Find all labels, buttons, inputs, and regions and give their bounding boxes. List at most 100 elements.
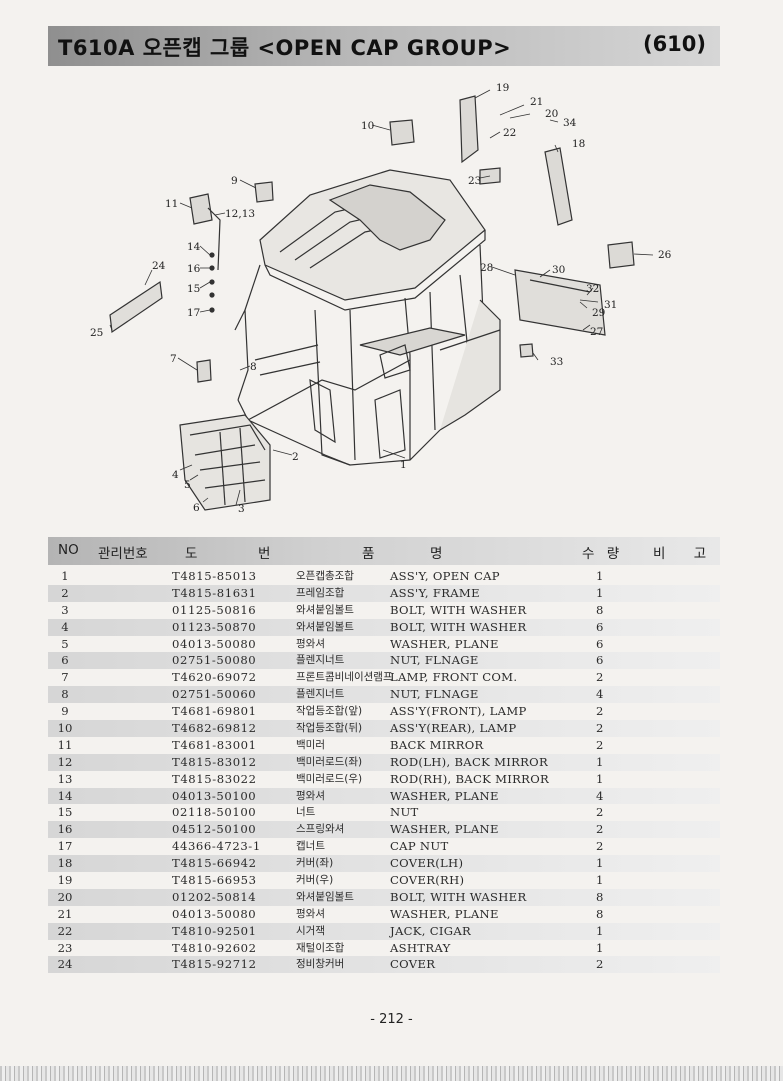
part-name-korean: 백미러로드(좌): [296, 755, 363, 768]
part-number-index: 17: [57, 839, 73, 854]
part-name-english: JACK, CIGAR: [390, 923, 472, 938]
callout-7: 7: [170, 353, 177, 365]
part-quantity: 1: [596, 569, 604, 583]
part-code: 01202-50814: [172, 889, 257, 904]
part-code: 04013-50080: [172, 636, 257, 651]
part-code: T4681-83001: [172, 737, 257, 752]
part-name-korean: 평와셔: [296, 907, 325, 920]
part-number-index: 24: [57, 957, 73, 972]
part-number-index: 23: [57, 940, 73, 955]
part-name-english: ASS'Y, FRAME: [390, 585, 480, 600]
part-name-english: BOLT, WITH WASHER: [390, 619, 527, 634]
part-code: 02118-50100: [172, 805, 257, 820]
part-quantity: 2: [596, 670, 604, 685]
section-code: (610): [642, 32, 706, 56]
header-no: NO: [58, 542, 79, 558]
part-number-index: 8: [61, 687, 69, 702]
part-name-english: WASHER, PLANE: [390, 636, 499, 651]
part-name-korean: 재털이조합: [296, 941, 345, 954]
part-name-korean: 백미러: [296, 738, 325, 751]
part-name-korean: 작업등조합(앞): [296, 705, 363, 718]
part-quantity: 2: [596, 704, 604, 719]
part-name-english: CAP NUT: [390, 839, 449, 854]
parts-table-header: NO 관리번호 도 번 품 명 수 량 비 고: [48, 537, 720, 565]
part-name-korean: 작업등조합(뒤): [296, 722, 363, 735]
part-number-index: 5: [61, 636, 69, 651]
page-title: T610A 오픈캡 그룹 <OPEN CAP GROUP>: [58, 36, 512, 60]
part-code: T4815-85013: [172, 569, 257, 583]
callout-17: 17: [187, 307, 200, 319]
callout-34: 34: [563, 117, 577, 129]
callout-5: 5: [184, 479, 191, 491]
part-quantity: 8: [596, 889, 604, 904]
part-name-english: ROD(RH), BACK MIRROR: [390, 771, 550, 786]
callout-30: 30: [552, 264, 565, 276]
callout-18: 18: [572, 138, 585, 150]
part-number-index: 10: [57, 721, 73, 736]
part-quantity: 6: [596, 636, 604, 651]
part-name-english: ASS'Y(REAR), LAMP: [390, 721, 517, 736]
part-quantity: 6: [596, 619, 604, 634]
part-name-korean: 커버(우): [296, 874, 334, 887]
part-name-korean: 캡너트: [296, 840, 325, 853]
part-quantity: 6: [596, 653, 604, 668]
callout-2: 2: [292, 451, 299, 463]
part-number-index: 7: [61, 670, 69, 685]
callout-12-13: 12,13: [225, 208, 255, 220]
callout-4: 4: [172, 469, 179, 481]
part-number-index: 1: [61, 569, 69, 583]
part-quantity: 1: [596, 923, 604, 938]
page-number: - 212 -: [370, 1012, 413, 1027]
page-header: T610A 오픈캡 그룹 <OPEN CAP GROUP> (610): [48, 26, 720, 66]
part-name-korean: 프레임조합: [296, 586, 345, 599]
part-name-english: LAMP, FRONT COM.: [390, 670, 518, 685]
callout-19: 19: [496, 82, 509, 94]
part-quantity: 1: [596, 873, 604, 888]
part-number-index: 13: [57, 771, 73, 786]
part-code: 02751-50060: [172, 687, 257, 702]
callout-11: 11: [165, 198, 178, 210]
part-code: 04512-50100: [172, 822, 257, 837]
part-code: T4815-83012: [172, 754, 257, 769]
part-code: 01125-50816: [172, 602, 257, 617]
part-number-index: 11: [57, 737, 73, 752]
callout-9: 9: [231, 175, 238, 187]
part-name-english: WASHER, PLANE: [390, 788, 499, 803]
callout-22: 22: [503, 127, 516, 139]
part-number-index: 9: [61, 704, 69, 719]
part-name-english: NUT, FLNAGE: [390, 687, 479, 702]
part-code: 04013-50080: [172, 906, 257, 921]
part-code: 01123-50870: [172, 619, 257, 634]
part-quantity: 2: [596, 822, 604, 837]
callout-6: 6: [193, 502, 200, 514]
callout-26: 26: [658, 249, 672, 261]
callout-25: 25: [90, 327, 103, 339]
part-number-index: 12: [57, 754, 73, 769]
part-quantity: 2: [596, 721, 604, 736]
callout-14: 14: [187, 241, 201, 253]
part-quantity: 2: [596, 839, 604, 854]
diagram-svg: 1 2 3 4 5 6 7 8 9 10 11 12,13 14 15 16 1…: [90, 82, 672, 515]
part-name-korean: 플렌지너트: [296, 654, 345, 667]
callout-10: 10: [361, 120, 374, 132]
callout-3: 3: [238, 503, 245, 515]
part-name-english: COVER(RH): [390, 873, 465, 888]
callout-31: 31: [604, 299, 617, 311]
callout-21: 21: [530, 96, 543, 108]
part-quantity: 1: [596, 754, 604, 769]
part-code: T4815-92712: [172, 957, 257, 972]
part-code: T4681-69801: [172, 704, 257, 719]
part-name-korean: 백미러로드(우): [296, 772, 363, 785]
part-number-index: 4: [61, 619, 69, 634]
part-name-english: NUT, FLNAGE: [390, 653, 479, 668]
